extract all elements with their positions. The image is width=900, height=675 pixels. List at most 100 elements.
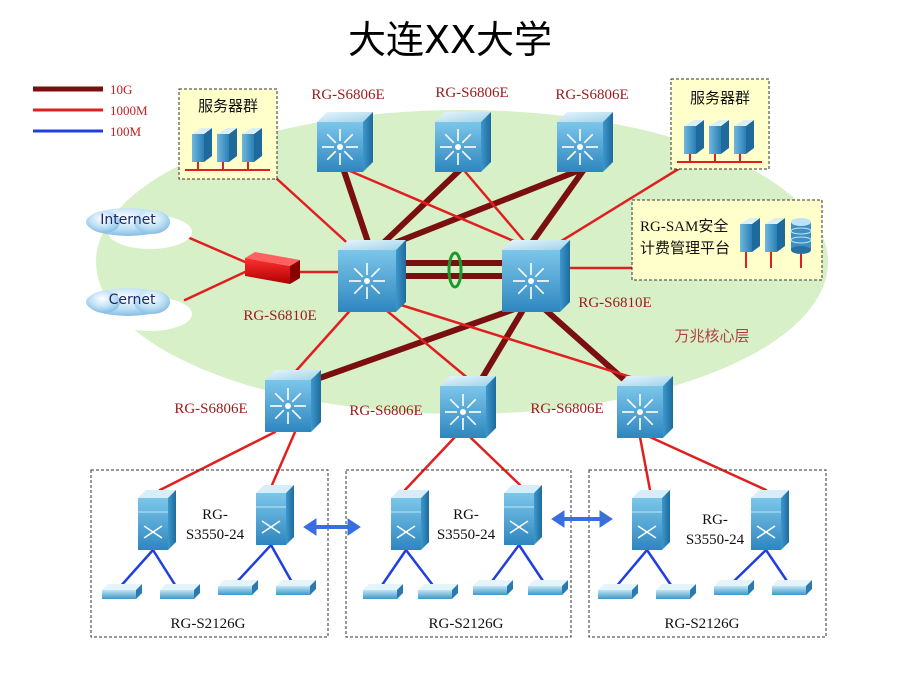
internet-label: Internet (100, 212, 156, 228)
server-rack-icon (192, 128, 212, 162)
server-group-left-label: 服务器群 (198, 98, 258, 115)
legend-1000m-label: 1000M (110, 103, 148, 118)
access-switch-2a-icon (391, 490, 429, 550)
switch-arrows-icon (513, 263, 549, 299)
link-10g (375, 165, 465, 251)
switch-arrows-icon (143, 525, 163, 539)
server-rack-icon (709, 120, 729, 154)
access-switch-3b-icon (751, 490, 789, 550)
switch-arrows-icon (637, 525, 657, 539)
switch-arrows-icon (622, 394, 658, 430)
access-switch-1b-icon (256, 485, 294, 545)
core-switch-right-icon (502, 240, 570, 312)
server-group-right-label: 服务器群 (690, 90, 750, 107)
top-switch-2-icon (435, 112, 491, 172)
dist-switch-1-icon (265, 370, 321, 432)
edge-switch-1-2-icon (160, 584, 200, 599)
dist-switch-2-label: RG-S6806E (349, 403, 422, 419)
core-switch-left-icon (338, 240, 406, 312)
link-10g (340, 165, 373, 251)
switch-arrows-icon (509, 520, 529, 534)
edge-switch-3-3-icon (714, 580, 754, 595)
dist-switch-3-icon (617, 376, 673, 438)
edge-switch-3-2-icon (656, 584, 696, 599)
link-10g (525, 165, 588, 251)
link-1000m (460, 166, 532, 250)
edge-switch-2-1-icon (363, 584, 403, 599)
edge-switch-3-1-icon (598, 584, 638, 599)
server-rack-icon (765, 218, 785, 252)
link-1000m (648, 435, 768, 492)
link-1000m (383, 298, 642, 382)
access-group-3: RG- S3550-24 RG-S2126G (588, 469, 827, 638)
double-arrow-icon (551, 510, 613, 528)
edge-switch-2-label: RG-S2126G (428, 616, 503, 632)
cernet-label: Cernet (109, 292, 156, 308)
core-switches (265, 112, 673, 438)
link-1000m (293, 303, 357, 374)
top-switch-3-icon (557, 112, 613, 172)
legend: 10G 1000M 100M (33, 82, 148, 139)
server-rack-icon (217, 128, 237, 162)
link-1000m (341, 166, 532, 250)
edge-switch-1-1-icon (102, 584, 142, 599)
page-title: 大连XX大学 (348, 18, 552, 62)
core-right-label: RG-S6810E (578, 295, 651, 311)
access-switch-3a-icon (632, 490, 670, 550)
link-1000m (263, 166, 357, 252)
access-stack-1-line2: S3550-24 (186, 527, 245, 543)
link-1000m (270, 430, 297, 487)
security-platform: RG-SAM安全 计费管理平台 (631, 199, 823, 281)
dist-switch-2-icon (440, 376, 496, 438)
access-switch-1a-icon (138, 490, 176, 550)
access-group-2: RG- S3550-24 RG-S2126G (345, 469, 572, 638)
server-rack-icon (242, 128, 262, 162)
legend-10g-label: 10G (110, 82, 132, 97)
server-rack-icon (684, 120, 704, 154)
link-aggregation-ring (447, 251, 463, 289)
link-1000m (638, 435, 652, 492)
switch-arrows-icon (261, 520, 281, 534)
edge-switch-1-label: RG-S2126G (170, 616, 245, 632)
dist-switch-3-label: RG-S6806E (530, 401, 603, 417)
server-rack-icon (734, 120, 754, 154)
top-switch-2-label: RG-S6806E (435, 85, 508, 101)
switch-arrows-icon (445, 394, 481, 430)
link-10g (475, 302, 529, 388)
links (158, 165, 812, 492)
double-arrow-icon (303, 518, 361, 536)
access-devices (102, 485, 812, 599)
link-10g (379, 165, 588, 251)
switch-arrows-icon (396, 525, 416, 539)
switch-arrows-icon (349, 263, 385, 299)
cloud-internet: Internet (86, 208, 192, 249)
link-1000m (158, 430, 277, 492)
firewall-icon (245, 252, 300, 284)
stack-arrows (303, 510, 613, 536)
access-links-100m (118, 544, 295, 589)
switch-arrows-icon (322, 129, 358, 165)
access-stack-3-line2: S3550-24 (686, 532, 745, 548)
access-links-100m (378, 544, 547, 589)
edge-switch-1-4-icon (276, 580, 316, 595)
edge-switch-3-label: RG-S2126G (664, 616, 739, 632)
top-switch-1-label: RG-S6806E (311, 87, 384, 103)
link-10g (297, 302, 529, 388)
server-rack-icon (740, 218, 760, 252)
link-1000m (548, 166, 682, 250)
core-left-label: RG-S6810E (243, 308, 316, 324)
cloud-cernet: Cernet (86, 288, 192, 331)
access-stack-2-line2: S3550-24 (437, 527, 496, 543)
security-platform-line1: RG-SAM安全 (640, 217, 728, 235)
security-platform-line2: 计费管理平台 (640, 240, 730, 257)
switch-arrows-icon (756, 525, 776, 539)
access-stack-1-line1: RG- (202, 507, 228, 523)
core-layer-label: 万兆核心层 (674, 328, 749, 345)
link-1000m (468, 435, 522, 487)
link-1000m (403, 435, 457, 492)
edge-switch-1-3-icon (218, 580, 258, 595)
access-group-1: RG- S3550-24 RG-S2126G (90, 469, 329, 638)
edge-switch-2-3-icon (473, 580, 513, 595)
